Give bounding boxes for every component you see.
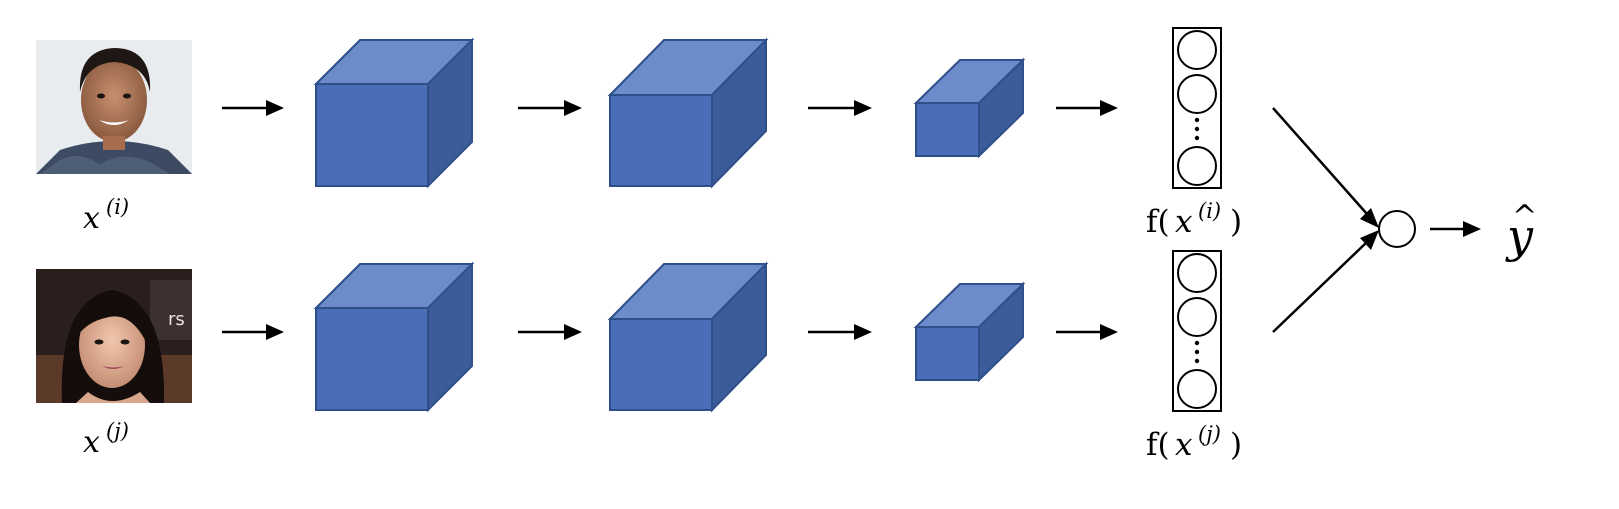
conv-layer-1-top: [313, 37, 475, 189]
face-icon: [79, 302, 145, 388]
svg-text:): ): [1230, 204, 1242, 240]
input-photo-top: [36, 40, 192, 174]
arrow-head-icon: [854, 324, 872, 340]
svg-text:f(: f(: [1146, 427, 1170, 463]
encoding-vector-bottom: [1172, 250, 1222, 412]
svg-text:rs: rs: [168, 309, 185, 330]
encoding-label-top: f( x (i) ): [1146, 199, 1242, 240]
encoding-vector-top: [1172, 27, 1222, 189]
conv-layer-2-top: [607, 37, 769, 189]
arrow-head-icon: [1463, 221, 1481, 237]
neuron-icon: [1177, 74, 1217, 114]
neuron-icon: [1177, 369, 1217, 409]
input-sup: (i): [106, 195, 129, 219]
arrow-head-icon: [1360, 230, 1379, 250]
arrow-head-icon: [266, 324, 284, 340]
arrows-bottom: [222, 324, 1118, 340]
hair: [79, 48, 151, 92]
output-neuron-icon: [1378, 210, 1416, 248]
arrow-head-icon: [564, 324, 582, 340]
input-var: x: [83, 201, 100, 236]
arrow-head-icon: [1360, 208, 1379, 228]
arrow-head-icon: [1100, 324, 1118, 340]
merge-arrows: [1272, 107, 1379, 333]
conv-layer-3-bottom: [913, 281, 1026, 383]
neuron-icon: [1177, 253, 1217, 293]
conv-layer-3-top: [913, 57, 1026, 159]
hat-icon: ^: [1512, 199, 1537, 234]
input-label-top: x (i): [83, 195, 129, 236]
input-var: x: [83, 425, 100, 460]
svg-text:f(: f(: [1146, 204, 1170, 240]
output-arrow: [1430, 221, 1481, 237]
output-symbol: y: [1505, 209, 1534, 263]
arrow-head-icon: [854, 100, 872, 116]
arrow-head-icon: [1100, 100, 1118, 116]
svg-text:x: x: [1175, 204, 1193, 240]
neuron-icon: [1177, 297, 1217, 337]
neuron-icon: [1177, 30, 1217, 70]
conv-layer-1-bottom: [313, 261, 475, 413]
conv-layer-2-bottom: [607, 261, 769, 413]
output-label: y ^: [1505, 199, 1537, 263]
input-sup: (j): [106, 419, 129, 443]
arrow-head-icon: [266, 100, 284, 116]
neuron-icon: [1177, 146, 1217, 186]
encoding-label-bottom: f( x (j) ): [1146, 422, 1242, 463]
svg-text:(j): (j): [1198, 422, 1221, 446]
svg-text:): ): [1230, 427, 1242, 463]
face-icon: [81, 58, 147, 142]
svg-text:x: x: [1175, 427, 1193, 463]
svg-text:(i): (i): [1198, 199, 1221, 223]
input-label-bottom: x (j): [83, 419, 129, 460]
arrow-head-icon: [564, 100, 582, 116]
arrows-top: [222, 100, 1118, 116]
input-photo-bottom: rs: [36, 269, 192, 403]
